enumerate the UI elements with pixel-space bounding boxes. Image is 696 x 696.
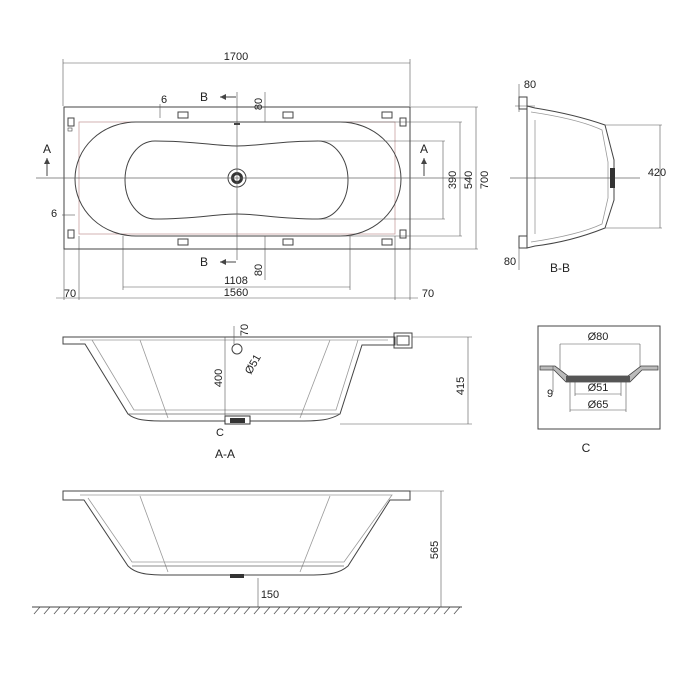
elevation-view: 565 150 [32, 490, 462, 615]
dim-rim-top: 80 [253, 98, 265, 110]
dim-aa-total-depth: 415 [455, 377, 467, 395]
dim-side-offset-top: 6 [161, 94, 167, 106]
detail-c: Ø80 Ø51 Ø65 9 C [537, 325, 661, 455]
dim-c-thickness: 9 [547, 388, 553, 400]
dim-aa-inner-depth: 400 [213, 369, 225, 387]
detail-c-title: C [582, 441, 591, 455]
section-a-label-right: A [420, 142, 428, 156]
dim-bb-depth: 420 [648, 167, 666, 179]
dim-rim-bottom: 80 [253, 264, 265, 276]
dim-bb-rim-top: 80 [524, 79, 536, 91]
dim-inner-width: 540 [463, 171, 475, 189]
section-aa-title: A-A [215, 447, 235, 461]
overflow-hole [231, 343, 243, 355]
dim-foot-clearance: 150 [261, 589, 279, 601]
dim-side-offset-bottom: 6 [51, 208, 57, 220]
bb-profile [526, 105, 615, 249]
dim-end-margin-right: 70 [422, 288, 434, 300]
top-view: 1700 A [36, 51, 491, 300]
dim-basin-width: 390 [447, 171, 459, 189]
section-b-label-bottom: B [200, 255, 208, 269]
detail-c-frame [537, 325, 661, 430]
feet-markers [67, 111, 407, 246]
detail-c-ref: C [216, 427, 224, 439]
dim-elevation-height: 565 [429, 541, 441, 559]
dim-aa-drain-offset: 70 [239, 324, 251, 336]
dim-overall-length: 1700 [224, 51, 248, 63]
dim-overall-width: 700 [479, 171, 491, 189]
section-bb: 80 420 80 B-B [504, 79, 666, 275]
section-a-label-left: A [43, 142, 51, 156]
section-bb-title: B-B [550, 261, 570, 275]
section-aa: 70 Ø51 400 415 C A-A [62, 324, 472, 461]
dim-inner-length: 1560 [224, 287, 248, 299]
dim-c-inner-diameter: Ø51 [588, 382, 609, 394]
section-b-label-top: B [200, 90, 208, 104]
dim-c-outer-diameter: Ø80 [588, 331, 609, 343]
dim-bb-rim-bottom: 80 [504, 256, 516, 268]
aa-profile [62, 336, 396, 422]
elevation-profile [62, 490, 411, 576]
dim-aa-drain-diameter: Ø51 [243, 352, 264, 376]
dim-c-mid-diameter: Ø65 [588, 399, 609, 411]
dim-end-margin-left: 70 [64, 288, 76, 300]
dim-basin-length: 1108 [224, 275, 248, 287]
ground-hatching [33, 606, 461, 615]
